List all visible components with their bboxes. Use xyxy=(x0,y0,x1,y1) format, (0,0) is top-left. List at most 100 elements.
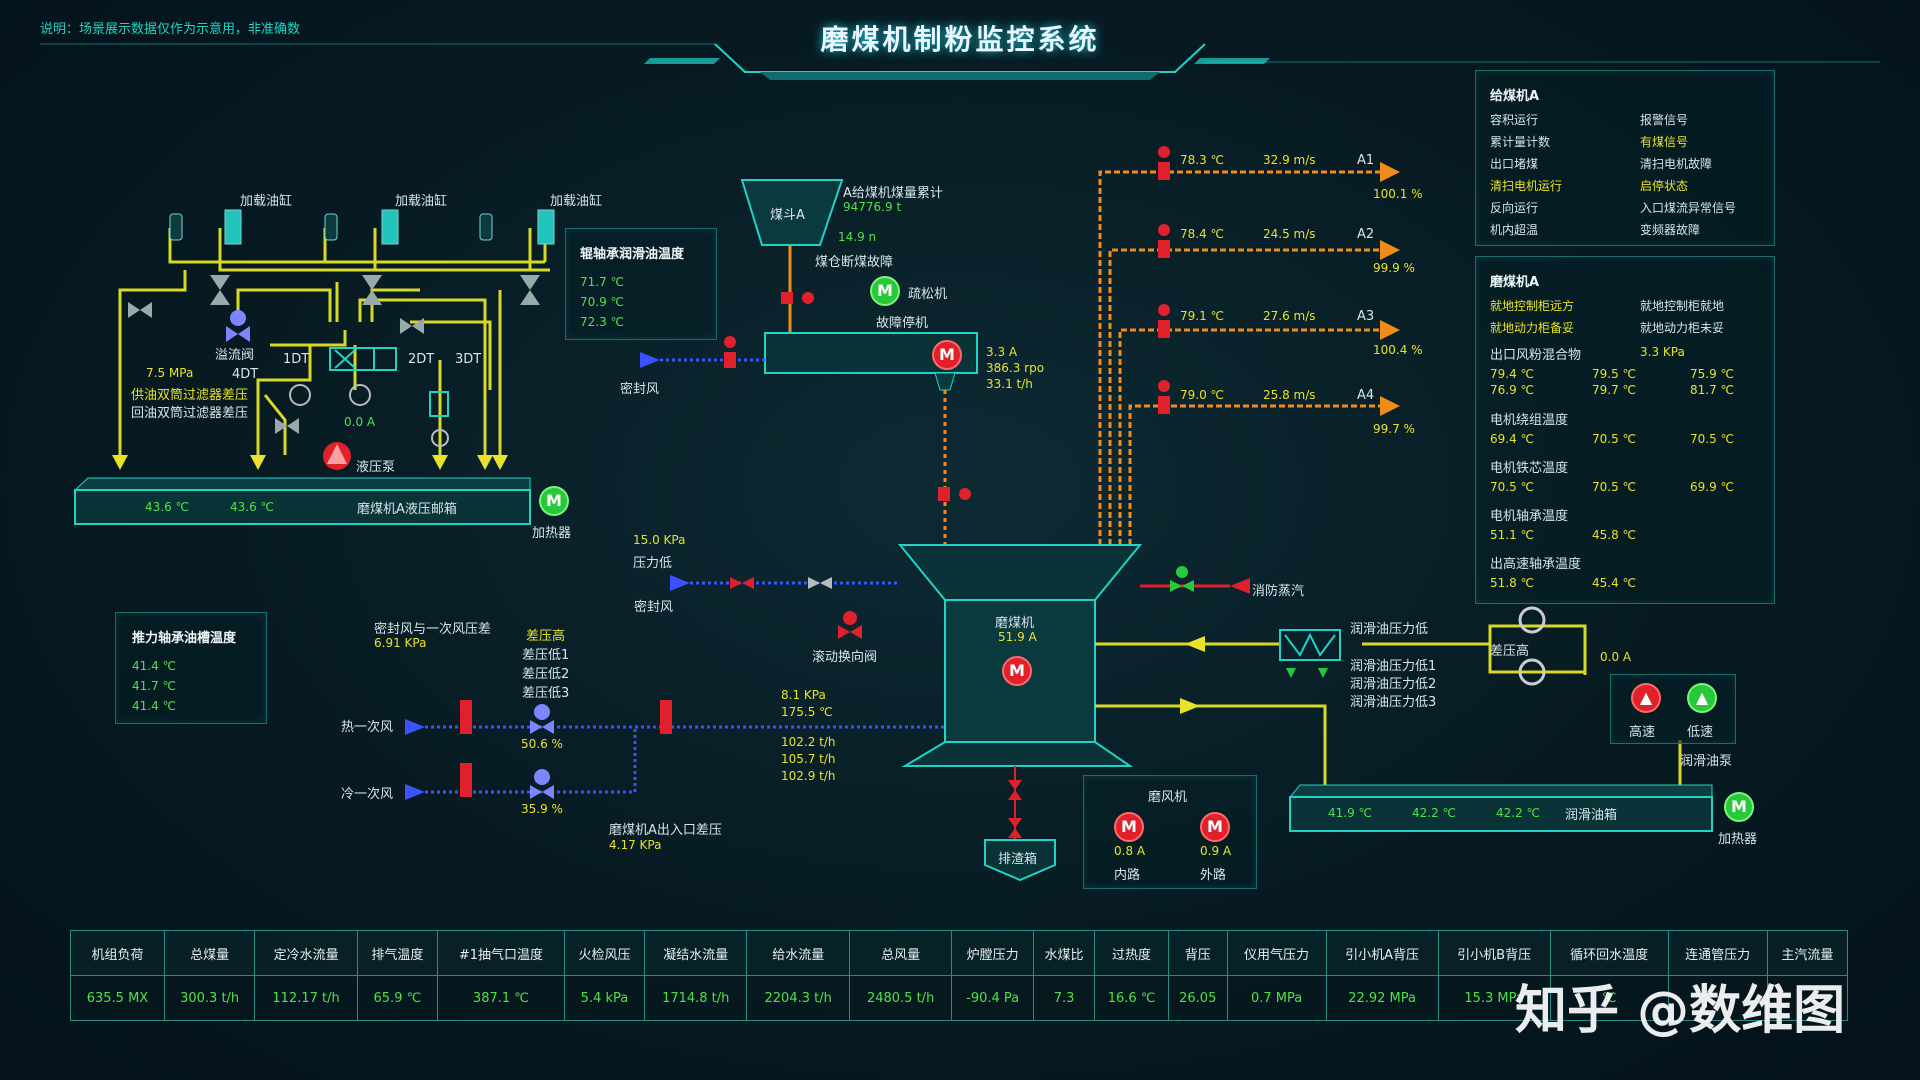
cold-air-valve-pct: 35.9 % xyxy=(521,802,563,816)
header-frame xyxy=(40,43,1880,80)
status-item: 容积运行 xyxy=(1490,113,1539,127)
outer-label: 外路 xyxy=(1200,868,1227,883)
summary-header: 主汽流量 xyxy=(1766,930,1849,976)
feeder-seal-air-label: 密封风 xyxy=(620,382,660,397)
feeder-current: 3.3 A xyxy=(986,345,1018,359)
mill-status-s3: 就地动力柜备妥 xyxy=(1490,321,1575,335)
pressure-low-label: 压力低 xyxy=(633,556,673,571)
loosen-motor-icon[interactable]: M xyxy=(870,276,900,306)
hot-air-label: 热一次风 xyxy=(341,720,394,735)
supply-filter-label: 供油双筒过滤器差压 xyxy=(131,388,249,403)
summary-header: 火检风压 xyxy=(563,930,646,976)
outlet-a4-speed: 25.8 m/s xyxy=(1263,388,1316,402)
lube-heater-motor-icon[interactable]: M xyxy=(1724,792,1754,822)
summary-value: 300.3 t/h xyxy=(163,975,256,1021)
dp-low2-label: 差压低2 xyxy=(522,667,570,682)
summary-value: 635.5 MX xyxy=(70,975,165,1021)
mix-temp: 81.7 ℃ xyxy=(1690,383,1735,397)
outer-fan-motor-icon[interactable]: M xyxy=(1200,812,1230,842)
lube-dp-high-label: 差压高 xyxy=(1490,644,1530,659)
thrust-temp-1: 41.4 ℃ xyxy=(132,659,177,673)
status-item: 入口煤流异常信号 xyxy=(1640,201,1737,215)
status-item: 出口堵煤 xyxy=(1490,157,1539,171)
return-filter-label: 回油双筒过滤器差压 xyxy=(131,406,249,421)
mix-temp: 79.4 ℃ xyxy=(1490,367,1535,381)
summary-header: 引小机A背压 xyxy=(1325,930,1439,976)
hydraulic-pressure: 7.5 MPa xyxy=(146,366,194,380)
bearing-label: 电机轴承温度 xyxy=(1490,509,1569,524)
summary-header: 炉膛压力 xyxy=(951,930,1034,976)
feeder-accum-label: A给煤机煤量累计 xyxy=(843,186,943,201)
hs-bearing-temp: 45.4 ℃ xyxy=(1592,576,1637,590)
mix-temp: 75.9 ℃ xyxy=(1690,367,1735,381)
pump-current: 0.0 A xyxy=(344,415,376,429)
winding-temp: 70.5 ℃ xyxy=(1690,432,1735,446)
summary-value: 1714.8 t/h xyxy=(644,975,748,1021)
mill-current: 51.9 A xyxy=(998,630,1037,644)
outlet-a1-pct: 100.1 % xyxy=(1373,187,1423,201)
feeder-speed: 386.3 rpo xyxy=(986,361,1045,375)
roller-temp-2: 70.9 ℃ xyxy=(580,295,625,309)
status-item: 报警信号 xyxy=(1640,113,1689,127)
fire-steam-label: 消防蒸汽 xyxy=(1252,584,1305,599)
process-schematic xyxy=(73,146,1713,882)
cylinder-1-label: 加载油缸 xyxy=(240,194,293,209)
thrust-bearing-title: 推力轴承油槽温度 xyxy=(132,631,237,646)
summary-value-row: 635.5 MX 300.3 t/h 112.17 t/h 65.9 ℃ 387… xyxy=(70,975,1849,1021)
summary-value: 22.92 MPa xyxy=(1325,975,1439,1021)
hs-bearing-temp: 51.8 ℃ xyxy=(1490,576,1535,590)
io-diff-value: 4.17 KPa xyxy=(609,838,662,852)
mill-status-s2: 就地控制柜就地 xyxy=(1640,299,1725,313)
low-speed-pump-icon[interactable]: ▲ xyxy=(1687,683,1717,713)
summary-value xyxy=(1766,975,1849,1021)
summary-value: 7.3 xyxy=(1032,975,1096,1021)
dt4-label: 4DT xyxy=(232,367,259,382)
lube-pressure-low3-label: 润滑油压力低3 xyxy=(1350,695,1437,710)
summary-header: 背压 xyxy=(1167,930,1228,976)
outlet-a2-temp: 78.4 ℃ xyxy=(1180,227,1225,241)
inlet-temp: 175.5 ℃ xyxy=(781,705,833,719)
status-item-active: 启停状态 xyxy=(1640,179,1689,193)
mill-status-panel: 磨煤机A 就地控制柜远方 就地控制柜就地 就地动力柜备妥 就地动力柜未妥 出口风… xyxy=(1475,256,1775,604)
roller-temp-1: 71.7 ℃ xyxy=(580,275,625,289)
thrust-temp-2: 41.7 ℃ xyxy=(132,679,177,693)
overflow-valve-label: 溢流阀 xyxy=(215,348,255,363)
feeder-accum-value: 94776.9 t xyxy=(843,200,902,214)
outlet-a3-name: A3 xyxy=(1357,309,1375,324)
dp-low3-label: 差压低3 xyxy=(522,686,570,701)
summary-header: 总风量 xyxy=(848,930,953,976)
rolling-valve-label: 滚动换向阀 xyxy=(812,650,878,665)
summary-header: 水煤比 xyxy=(1032,930,1096,976)
winding-temp: 69.4 ℃ xyxy=(1490,432,1535,446)
summary-header: #1抽气口温度 xyxy=(436,930,565,976)
summary-value: 0.7 MPa xyxy=(1226,975,1327,1021)
summary-header: 循环回水温度 xyxy=(1549,930,1669,976)
hopper-label: 煤斗A xyxy=(770,208,805,223)
status-item: 反向运行 xyxy=(1490,201,1539,215)
summary-header: 排气温度 xyxy=(356,930,438,976)
summary-value: 5.4 kPa xyxy=(563,975,646,1021)
core-temp: 70.5 ℃ xyxy=(1592,480,1637,494)
mix-value: 3.3 KPa xyxy=(1640,345,1685,359)
lube-heater-label: 加热器 xyxy=(1718,832,1758,847)
feeder-motor-icon[interactable]: M xyxy=(932,340,962,370)
outlet-a3-speed: 27.6 m/s xyxy=(1263,309,1316,323)
bearing-temp: 51.1 ℃ xyxy=(1490,528,1535,542)
inner-label: 内路 xyxy=(1114,868,1141,883)
mill-seal-air-label: 密封风 xyxy=(634,600,674,615)
status-item-active: 清扫电机运行 xyxy=(1490,179,1563,193)
dt1-label: 1DT xyxy=(283,352,310,367)
hydraulic-tank-label: 磨煤机A液压邮箱 xyxy=(357,502,457,517)
inlet-flow-1: 102.2 t/h xyxy=(781,735,836,749)
summary-value: 112.17 t/h xyxy=(254,975,358,1021)
high-speed-pump-icon[interactable]: ▲ xyxy=(1631,683,1661,713)
mill-motor-icon[interactable]: M xyxy=(1002,656,1032,686)
hydraulic-heater-motor-icon[interactable]: M xyxy=(539,486,569,516)
inner-fan-motor-icon[interactable]: M xyxy=(1114,812,1144,842)
loosen-label: 疏松机 xyxy=(908,287,948,302)
lube-pressure-low2-label: 润滑油压力低2 xyxy=(1350,677,1437,692)
winding-temp: 70.5 ℃ xyxy=(1592,432,1637,446)
summary-header: 凝结水流量 xyxy=(644,930,748,976)
summary-value: -90.4 Pa xyxy=(951,975,1034,1021)
status-item: 变频器故障 xyxy=(1640,223,1701,237)
